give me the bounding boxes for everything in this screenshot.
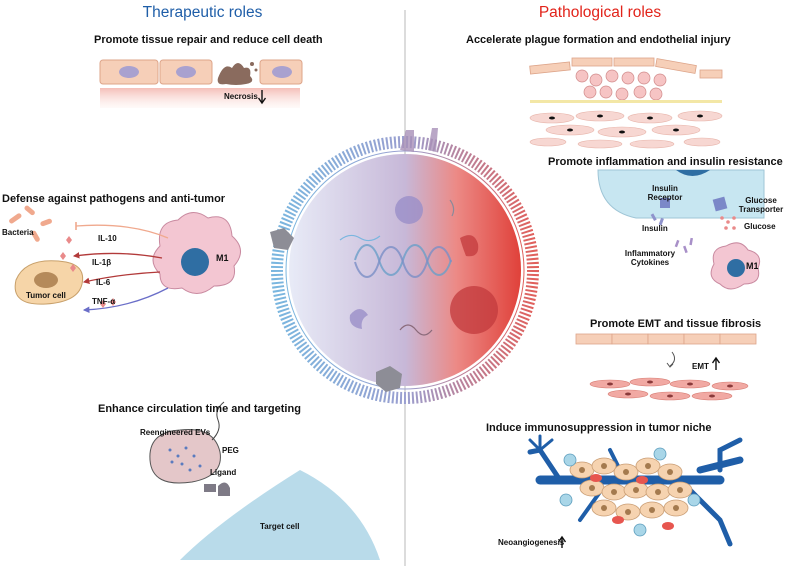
necrosis-label: Necrosis (224, 92, 258, 101)
reengineered-ev-icon (149, 428, 221, 484)
plaque-illustration (529, 57, 723, 149)
therapeutic-header: Therapeutic roles (142, 4, 263, 21)
target-cell-label: Target cell (260, 522, 300, 531)
target-cell-shape (180, 470, 380, 560)
pathological-header: Pathological roles (538, 4, 662, 21)
inflammation-illustration (597, 169, 765, 290)
inflammatory-cytokines-label: Inflammatory Cytokines (624, 249, 676, 267)
tissue-repair-title: Promote tissue repair and reduce cell de… (94, 34, 323, 46)
reengineered-evs-label: Reengineered EVs (140, 428, 211, 437)
emt-title: Promote EMT and tissue fibrosis (590, 318, 762, 330)
tissue-repair-illustration (99, 59, 303, 108)
inflammation-title: Promote inflammation and insulin resista… (548, 156, 783, 168)
plaque-title: Accelerate plague formation and endothel… (466, 34, 731, 46)
neoangiogenesis-label: Neoangiogenesis (498, 538, 565, 547)
m1-macrophage-icon (152, 212, 241, 294)
immunosuppression-title: Induce immunosuppression in tumor niche (486, 422, 712, 434)
glucose-transporter-label: Glucose Transporter (738, 196, 784, 214)
bacteria-icon (9, 205, 52, 242)
il6-label: IL-6 (96, 278, 111, 287)
tumor-cell-label: Tumor cell (26, 291, 66, 300)
insulin-receptor-label: Insulin Receptor (647, 184, 683, 202)
insulin-label: Insulin (642, 224, 668, 233)
tumor-cell-icon (14, 260, 84, 305)
ligand-label: Ligand (210, 468, 237, 477)
peg-label: PEG (222, 446, 239, 455)
il1b-label: IL-1β (92, 258, 112, 267)
emt-label: EMT (692, 362, 709, 371)
tnfa-label: TNF-α (92, 297, 116, 306)
il10-label: IL-10 (98, 234, 117, 243)
defense-title: Defense against pathogens and anti-tumor (2, 193, 226, 205)
circulation-illustration (149, 401, 380, 560)
emt-illustration (575, 333, 757, 401)
bacteria-label: Bacteria (2, 228, 34, 237)
m1-label: M1 (216, 253, 229, 263)
glucose-label: Glucose (744, 222, 776, 231)
extracellular-vesicle-icon (270, 128, 539, 404)
defense-illustration (9, 205, 241, 314)
m1-label-right: M1 (746, 261, 759, 271)
circulation-title: Enhance circulation time and targeting (98, 403, 301, 415)
tumor-niche-illustration (527, 434, 744, 548)
